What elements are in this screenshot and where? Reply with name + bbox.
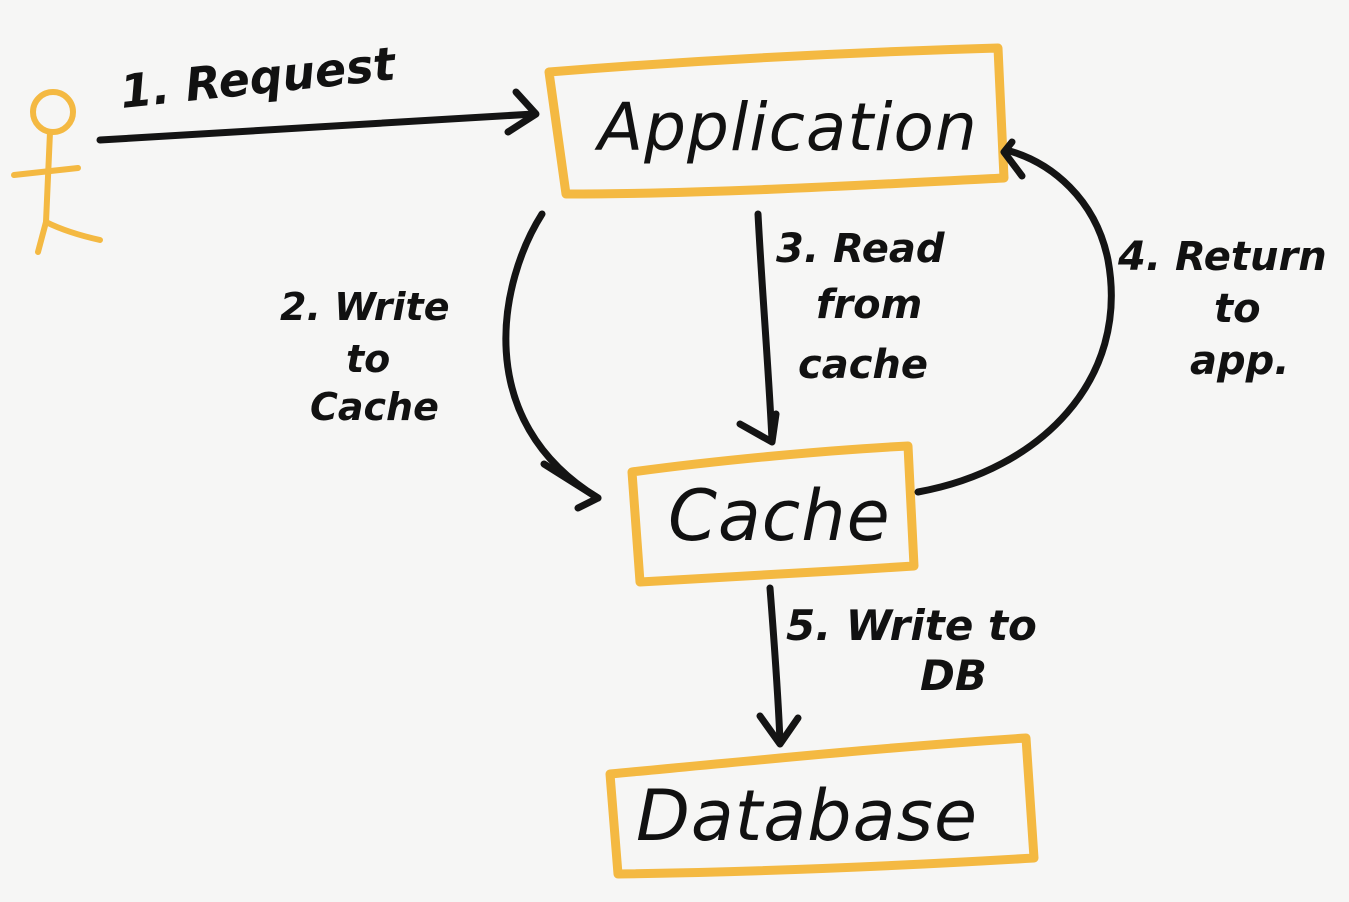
read-from-cache-label: 3. Read from cache — [776, 226, 945, 388]
return-to-app-label: 4. Return to app. — [1117, 234, 1327, 384]
return-to-app-line-3: app. — [1190, 338, 1289, 384]
application-node: Application — [544, 43, 1009, 199]
write-to-cache-arrow — [502, 210, 602, 512]
write-to-db-label: 5. Write to DB — [786, 601, 1037, 700]
write-to-cache-line-3: Cache — [310, 385, 439, 429]
database-label: Database — [636, 775, 978, 857]
stick-figure-user-icon — [11, 89, 103, 255]
write-to-cache-line-2: to — [346, 337, 390, 381]
cache-node: Cache — [627, 441, 919, 587]
read-from-cache-line-1: 3. Read — [776, 226, 945, 272]
database-node: Database — [605, 733, 1039, 879]
write-to-db-line-2: DB — [920, 651, 987, 700]
application-label: Application — [594, 89, 978, 166]
write-to-db-line-1: 5. Write to — [786, 601, 1037, 650]
request-arrow — [96, 88, 540, 144]
cache-label: Cache — [668, 475, 891, 557]
return-to-app-line-1: 4. Return — [1117, 234, 1327, 280]
return-to-app-arrow — [914, 138, 1115, 496]
read-from-cache-line-3: cache — [798, 342, 928, 388]
return-to-app-line-2: to — [1214, 286, 1261, 332]
read-from-cache-line-2: from — [816, 282, 922, 328]
write-to-db-arrow — [756, 584, 802, 748]
read-from-cache-arrow — [736, 210, 780, 446]
write-to-cache-line-1: 2. Write — [280, 285, 450, 329]
write-to-cache-label: 2. Write to Cache — [280, 285, 450, 429]
request-label: 1. Request — [118, 36, 400, 119]
